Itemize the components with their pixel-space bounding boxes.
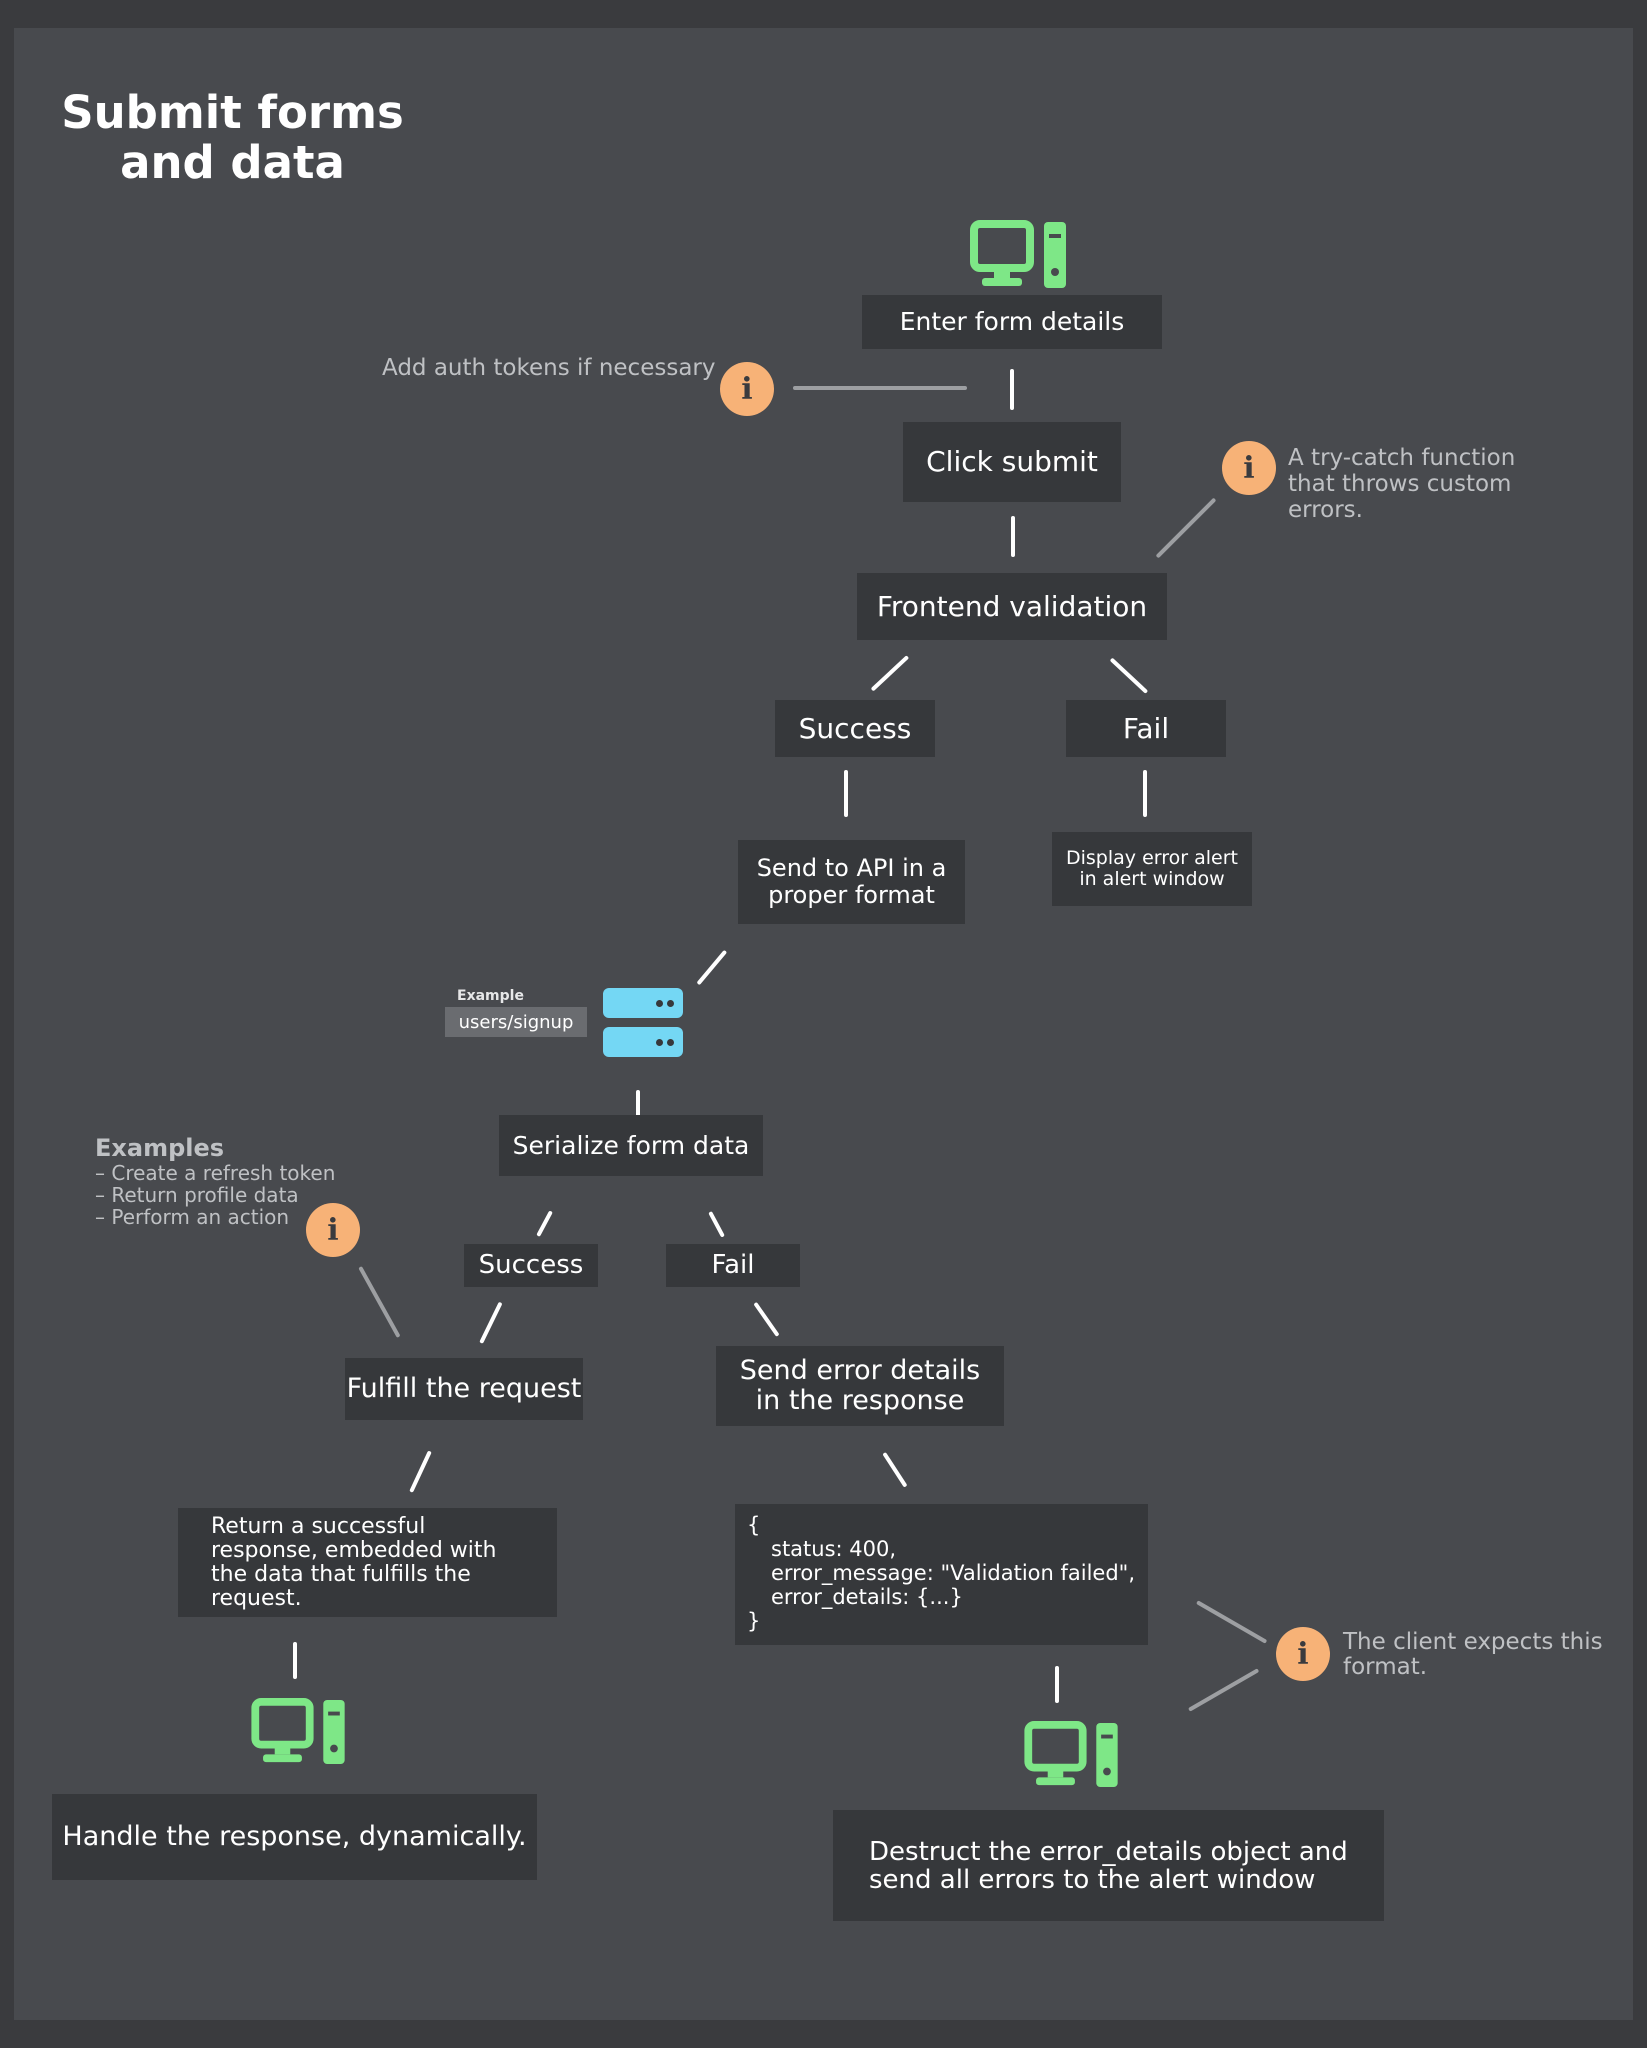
desktop-computer-icon	[1024, 1721, 1118, 1788]
step-fulfill-request: Fulfill the request	[345, 1358, 583, 1420]
example-endpoint: users/signup	[445, 1007, 587, 1037]
code-line: error_details: {...}	[771, 1585, 963, 1609]
step-serialize-form-data: Serialize form data	[499, 1115, 763, 1176]
note-client-expects: The client expects this format.	[1343, 1629, 1603, 1680]
info-icon: i	[1222, 441, 1276, 495]
connector	[293, 1642, 297, 1679]
examples-item: – Create a refresh token	[95, 1161, 336, 1185]
step-destruct-error-details: Destruct the error_details object and se…	[833, 1810, 1384, 1921]
examples-heading: Examples	[95, 1134, 225, 1162]
step-send-error-details: Send error details in the response	[716, 1346, 1004, 1426]
desktop-computer-icon	[251, 1698, 345, 1765]
info-icon: i	[720, 362, 774, 416]
step-fail-validation: Fail	[1066, 700, 1226, 757]
server-icon	[603, 988, 683, 1058]
info-icon: i	[1276, 1627, 1330, 1681]
connector	[1143, 770, 1147, 817]
connector	[844, 770, 848, 817]
step-enter-form-details: Enter form details	[862, 295, 1162, 349]
connector	[1055, 1666, 1059, 1703]
step-click-submit: Click submit	[903, 422, 1121, 502]
step-display-error: Display error alert in alert window	[1052, 832, 1252, 906]
diagram-title: Submit forms and data	[61, 86, 404, 189]
step-send-to-api: Send to API in a proper format	[738, 840, 965, 924]
info-icon: i	[306, 1203, 360, 1257]
example-label: Example	[457, 988, 524, 1004]
step-fail-serialize: Fail	[666, 1244, 800, 1287]
connector	[1010, 369, 1014, 410]
diagram-canvas	[14, 28, 1633, 2020]
connector	[1011, 516, 1015, 557]
step-handle-response: Handle the response, dynamically.	[52, 1794, 537, 1880]
examples-item: – Perform an action	[95, 1205, 290, 1229]
step-frontend-validation: Frontend validation	[857, 573, 1167, 640]
note-try-catch: A try-catch function that throws custom …	[1288, 445, 1516, 523]
step-success-serialize: Success	[464, 1244, 598, 1287]
step-return-success: Return a successful response, embedded w…	[178, 1508, 557, 1617]
examples-item: – Return profile data	[95, 1183, 299, 1207]
code-line: error_message: "Validation failed",	[771, 1561, 1136, 1585]
note-auth-tokens: Add auth tokens if necessary	[382, 355, 716, 381]
error-response-code: { status: 400, error_message: "Validatio…	[735, 1504, 1148, 1645]
code-line: status: 400,	[771, 1537, 897, 1561]
code-line: {	[747, 1513, 761, 1537]
code-line: }	[747, 1609, 761, 1633]
step-success-validation: Success	[775, 700, 935, 757]
desktop-computer-icon	[970, 220, 1066, 288]
examples-note: Examples – Create a refresh token – Retu…	[95, 1134, 335, 1228]
connector	[793, 386, 967, 390]
